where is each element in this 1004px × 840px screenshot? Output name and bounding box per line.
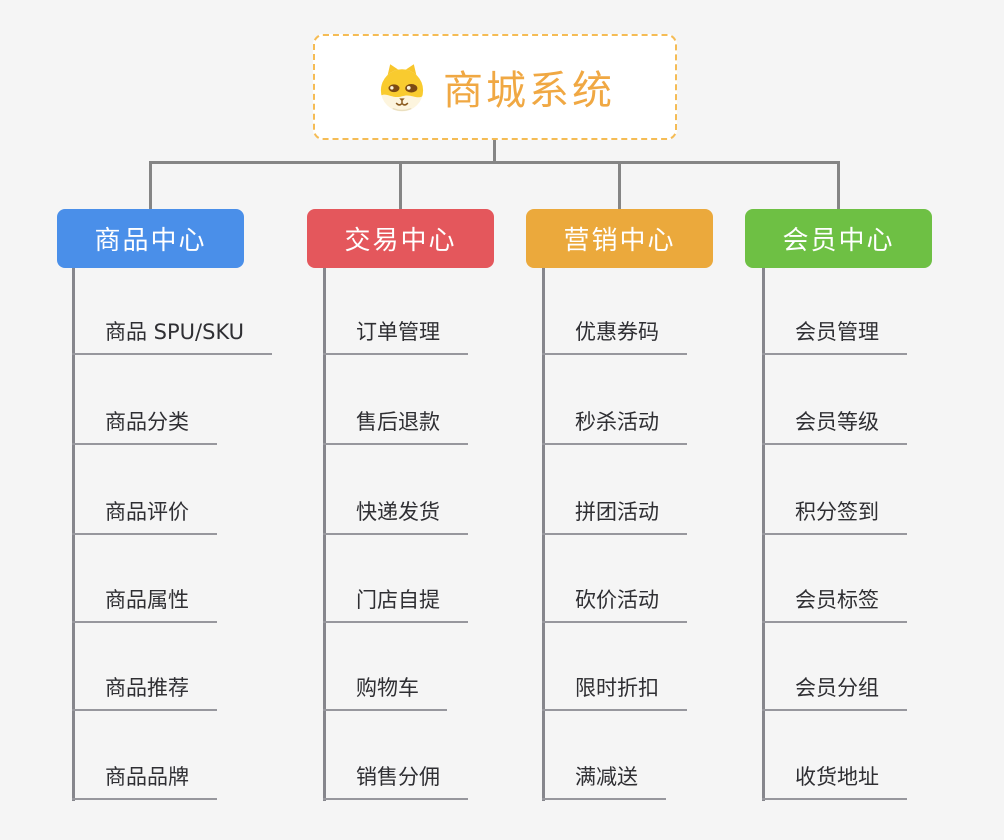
leaf-node[interactable]: 收货地址: [762, 762, 907, 800]
root-node[interactable]: 商城系统: [313, 34, 677, 140]
branch-node-marketing[interactable]: 营销中心: [526, 209, 713, 268]
leaf-node[interactable]: 会员分组: [762, 673, 907, 711]
leaf-node[interactable]: 商品评价: [72, 497, 217, 535]
branch-node-products[interactable]: 商品中心: [57, 209, 244, 268]
leaf-node[interactable]: 会员管理: [762, 317, 907, 355]
leaf-node[interactable]: 快递发货: [323, 497, 468, 535]
connector-drop-trade: [399, 161, 402, 210]
root-title: 商城系统: [443, 68, 615, 114]
leaf-node[interactable]: 会员标签: [762, 585, 907, 623]
leaf-node[interactable]: 售后退款: [323, 407, 468, 445]
connector-drop-marketing: [618, 161, 621, 210]
branch-node-members[interactable]: 会员中心: [745, 209, 932, 268]
dog-face-icon: [380, 64, 424, 112]
leaf-node[interactable]: 优惠券码: [542, 317, 687, 355]
leaf-node[interactable]: 砍价活动: [542, 585, 687, 623]
leaf-node[interactable]: 商品 SPU/SKU: [72, 317, 273, 355]
leaf-node[interactable]: 会员等级: [762, 407, 907, 445]
leaf-node[interactable]: 商品品牌: [72, 762, 217, 800]
leaf-node[interactable]: 门店自提: [323, 585, 468, 623]
leaf-node[interactable]: 商品属性: [72, 585, 217, 623]
leaf-node[interactable]: 商品分类: [72, 407, 217, 445]
leaf-node[interactable]: 拼团活动: [542, 497, 687, 535]
leaf-node[interactable]: 销售分佣: [323, 762, 468, 800]
leaf-node[interactable]: 满减送: [542, 762, 666, 800]
connector-drop-members: [837, 161, 840, 210]
leaf-node[interactable]: 商品推荐: [72, 673, 217, 711]
leaf-node[interactable]: 秒杀活动: [542, 407, 687, 445]
leaf-node[interactable]: 积分签到: [762, 497, 907, 535]
connector-trunk: [149, 161, 840, 164]
connector-root-stem: [493, 139, 496, 164]
leaf-node[interactable]: 订单管理: [323, 317, 468, 355]
leaf-node[interactable]: 限时折扣: [542, 673, 687, 711]
branch-node-trade[interactable]: 交易中心: [307, 209, 494, 268]
connector-drop-products: [149, 161, 152, 210]
leaf-node[interactable]: 购物车: [323, 673, 447, 711]
